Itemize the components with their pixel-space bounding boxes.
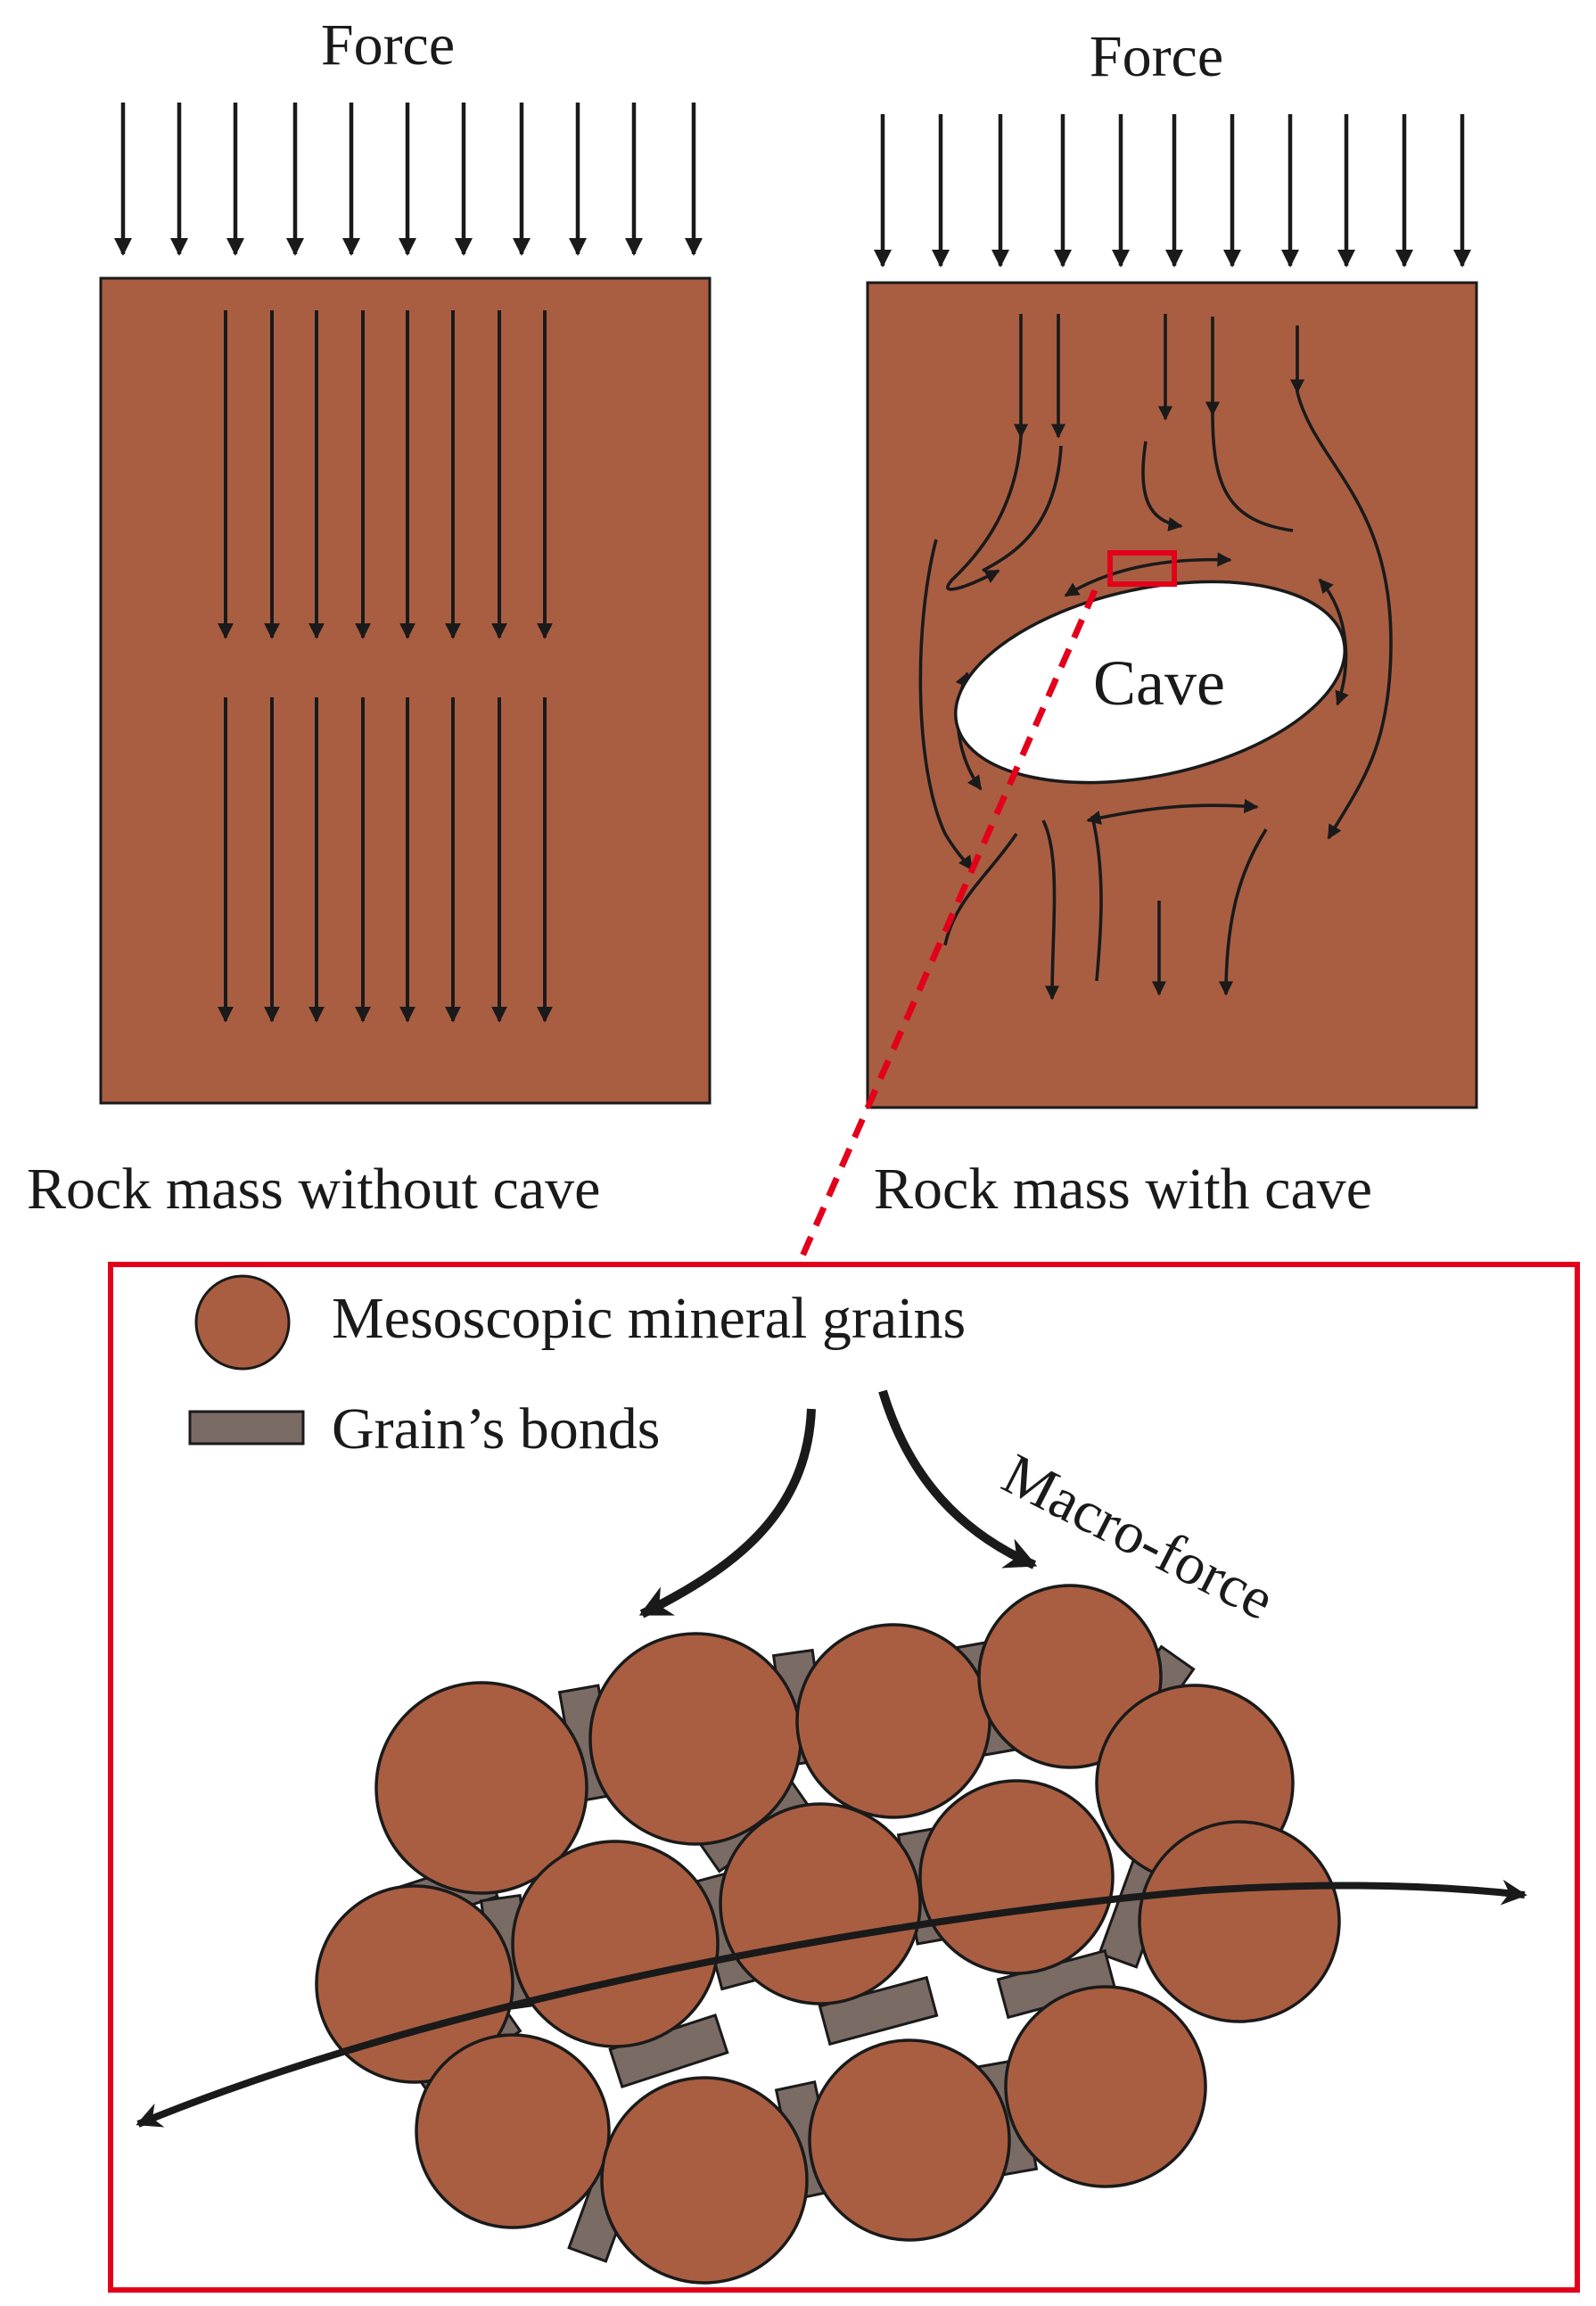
rock-block-without-cave — [99, 276, 712, 1105]
mineral-grain — [808, 2038, 1011, 2242]
mineral-grain — [977, 1584, 1163, 1769]
cave-label: Cave — [1093, 647, 1225, 719]
detail-frame: Mesoscopic mineral grains Grain’s bonds … — [108, 1262, 1580, 2293]
legend-bonds-label: Grain’s bonds — [332, 1396, 660, 1462]
applied-force-arrows-right — [873, 114, 1472, 268]
cave — [954, 580, 1346, 785]
stress-arrows-upper — [218, 310, 553, 639]
mineral-grain — [918, 1779, 1115, 1975]
detail-selection-box — [1107, 550, 1177, 587]
caption-with-cave: Rock mass with cave — [874, 1157, 1372, 1222]
caption-without-cave: Rock mass without cave — [27, 1157, 600, 1222]
force-label-right: Force — [1090, 24, 1223, 89]
legend-grain-swatch — [194, 1274, 291, 1371]
mineral-grain — [795, 1623, 991, 1819]
force-label-left: Force — [321, 12, 455, 78]
legend-bond-swatch — [188, 1410, 305, 1445]
stress-arrows-lower — [218, 697, 553, 1023]
legend: Mesoscopic mineral grains Grain’s bonds — [188, 1274, 966, 1462]
panel-with-cave: Force — [866, 24, 1478, 1222]
legend-grains-label: Mesoscopic mineral grains — [332, 1286, 966, 1351]
mineral-grain — [588, 1632, 802, 1846]
mineral-grain — [600, 2076, 809, 2285]
stress-trajectories — [918, 314, 1393, 1001]
zoom-connector — [794, 589, 1098, 1268]
mineral-grain — [511, 1840, 720, 2048]
macro-force-through-grains — [136, 1879, 1527, 2128]
mineral-grain — [415, 2033, 611, 2229]
mineral-grain — [1004, 1985, 1207, 2188]
macro-force-arrows — [638, 1389, 1038, 1618]
mineral-grain — [719, 1802, 922, 2005]
mineral-grain — [1138, 1820, 1341, 2023]
panel-without-cave: Force — [27, 12, 712, 1222]
applied-force-arrows-left — [113, 103, 703, 257]
